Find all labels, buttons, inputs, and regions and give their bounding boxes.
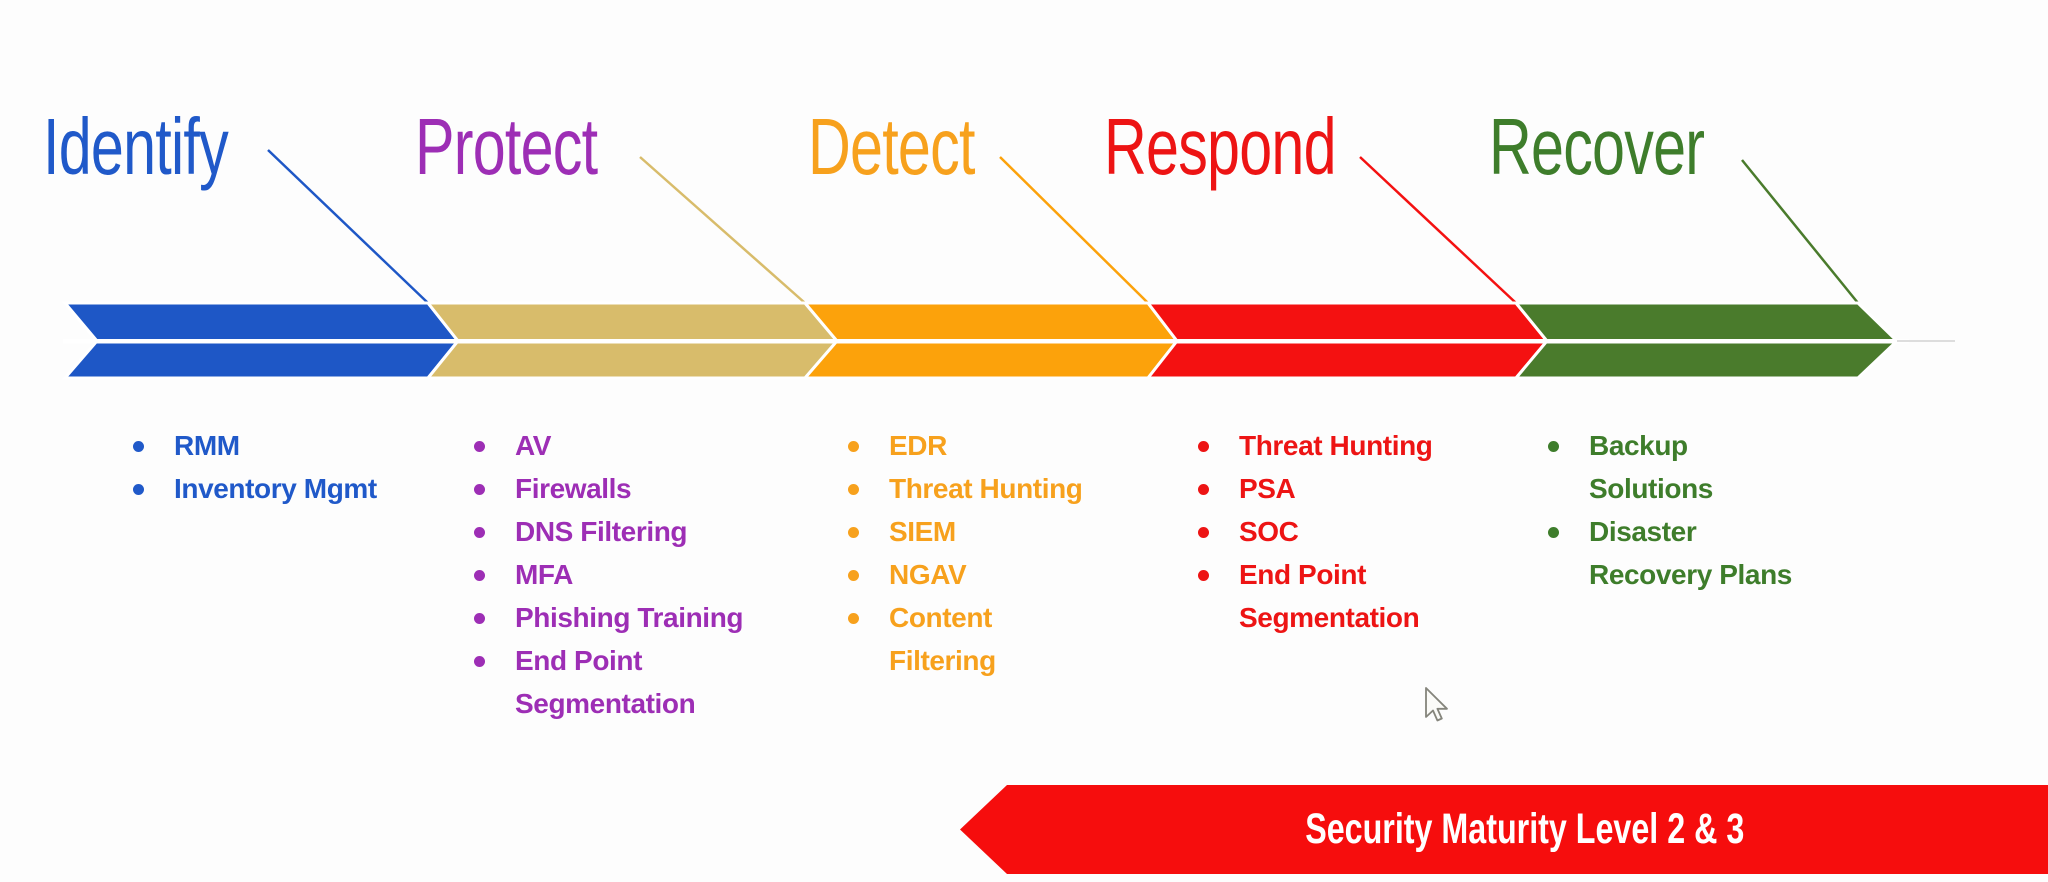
mouse-cursor-icon [1425,687,1448,722]
list-item: Phishing Training [468,596,798,639]
list-item: SIEM [842,510,1172,553]
phase-item-list-identify: RMM Inventory Mgmt [127,424,457,510]
connector-line-detect [999,156,1149,304]
connector-line-identify [267,149,429,304]
band-center-line [63,339,1909,344]
phase-item-list-recover: Backup Solutions Disaster Recovery Plans [1542,424,1872,596]
list-item: Disaster Recovery Plans [1542,510,1872,596]
list-item: DNS Filtering [468,510,798,553]
list-item: EDR [842,424,1172,467]
phase-item-list-detect: EDR Threat Hunting SIEM NGAV Content Fil… [842,424,1172,682]
list-item: End Point Segmentation [468,639,798,725]
phase-heading-protect: Protect [415,102,598,191]
list-item: RMM [127,424,457,467]
connector-line-protect [639,156,806,304]
mouse-cursor-shape [1425,687,1448,722]
list-item: MFA [468,553,798,596]
list-item: PSA [1192,467,1522,510]
list-item: Inventory Mgmt [127,467,457,510]
list-item: SOC [1192,510,1522,553]
list-item: Threat Hunting [842,467,1172,510]
list-item: End Point Segmentation [1192,553,1522,639]
maturity-banner: Security Maturity Level 2 & 3 [960,785,2048,874]
list-item: NGAV [842,553,1172,596]
list-item: Firewalls [468,467,798,510]
phase-item-list-protect: AV Firewalls DNS Filtering MFA Phishing … [468,424,798,725]
list-item: AV [468,424,798,467]
phase-heading-recover: Recover [1489,102,1705,191]
maturity-banner-label: Security Maturity Level 2 & 3 [1305,805,1745,853]
phase-item-list-respond: Threat Hunting PSA SOC End Point Segment… [1192,424,1522,639]
list-item: Backup Solutions [1542,424,1872,510]
connector-line-respond [1359,156,1517,304]
list-item: Content Filtering [842,596,1172,682]
phase-heading-identify: Identify [43,102,229,191]
list-item: Threat Hunting [1192,424,1522,467]
connector-line-recover [1741,159,1859,304]
phase-heading-detect: Detect [808,102,975,191]
phase-heading-respond: Respond [1104,102,1337,191]
